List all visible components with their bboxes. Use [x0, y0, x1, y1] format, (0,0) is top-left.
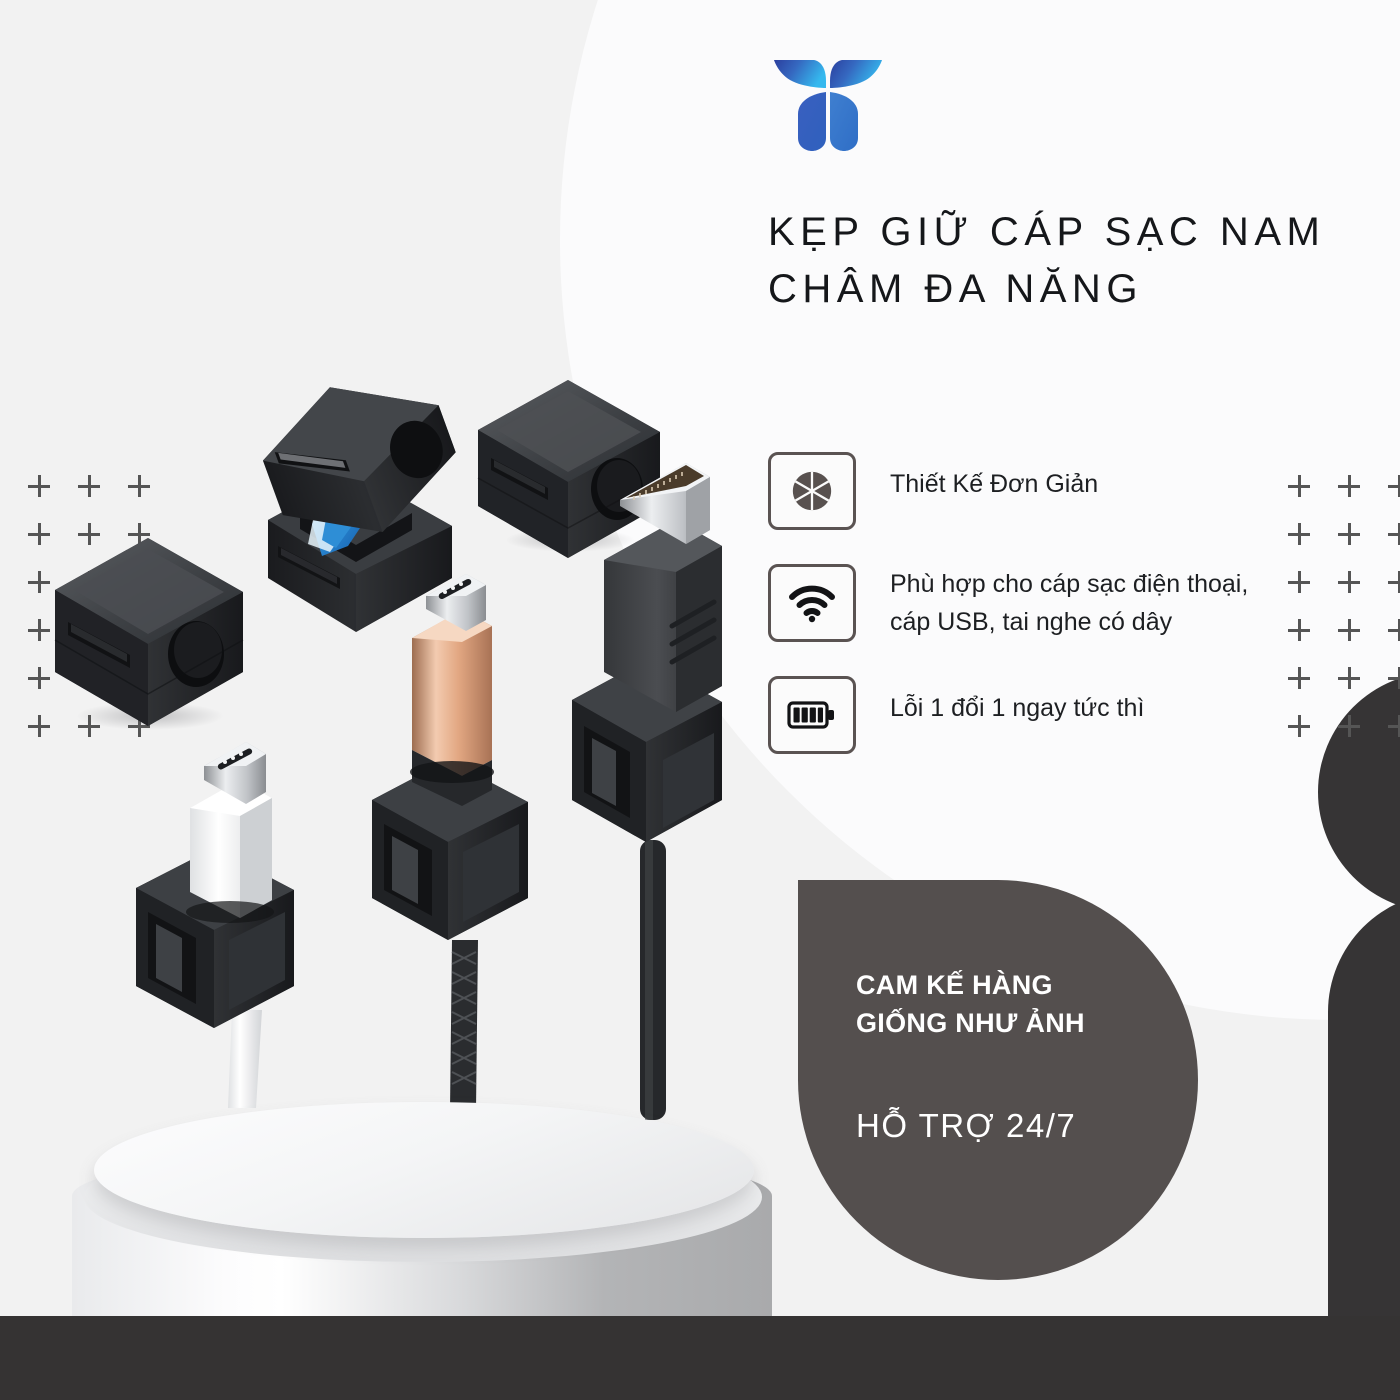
plus-icon [78, 523, 100, 545]
plus-icon [1388, 619, 1400, 641]
feature-item-compatibility: Phù hợp cho cáp sạc điện thoại, cáp USB,… [768, 564, 1288, 642]
plus-icon [1288, 475, 1310, 497]
brand-logo [768, 52, 888, 156]
plus-icon [28, 475, 50, 497]
aperture-icon-box [768, 452, 856, 530]
plus-icon [1388, 475, 1400, 497]
plus-icon [78, 475, 100, 497]
plus-icon [1338, 475, 1360, 497]
plus-pattern-right [1288, 475, 1400, 737]
plus-icon [28, 571, 50, 593]
plus-icon [1338, 619, 1360, 641]
plus-icon [1288, 523, 1310, 545]
cable-clip-cube-top [477, 380, 662, 558]
page-title: KẸP GIỮ CÁP SẠC NAM CHÂM ĐA NĂNG [768, 210, 1326, 311]
podium-top-surface [94, 1102, 754, 1238]
header: KẸP GIỮ CÁP SẠC NAM CHÂM ĐA NĂNG [768, 52, 1368, 318]
battery-icon-box [768, 676, 856, 754]
plus-icon [1388, 667, 1400, 689]
plus-icon [28, 715, 50, 737]
plus-icon [1338, 667, 1360, 689]
bottom-bar [0, 1316, 1400, 1400]
plus-icon [28, 619, 50, 641]
battery-full-icon [787, 701, 834, 729]
plus-icon [1338, 715, 1360, 737]
aperture-icon [792, 471, 832, 511]
cable-clip-open [262, 387, 456, 632]
wifi-icon [789, 585, 835, 623]
feature-label: Thiết Kế Đơn Giản [890, 470, 1099, 498]
plus-icon [128, 475, 150, 497]
sprout-t-logo-icon [774, 60, 882, 151]
plus-icon [1338, 571, 1360, 593]
plus-icon [28, 523, 50, 545]
wifi-icon-box [768, 564, 856, 642]
plus-icon [1288, 571, 1310, 593]
promo-badge: CAM KẾ HÀNG GIỐNG NHƯ ẢNH HỖ TRỢ 24/7 [798, 880, 1198, 1280]
feature-list: Thiết Kế Đơn Giản Phù hợp cho cáp sạc đi… [768, 452, 1288, 754]
feature-label: Phù hợp cho cáp sạc điện thoại, cáp USB,… [890, 570, 1249, 636]
cable-clip-with-usbc-gold [372, 574, 528, 1110]
promo-support-text: HỖ TRỢ 24/7 [856, 1106, 1077, 1144]
plus-icon [1288, 715, 1310, 737]
decor-dark-shape-bottom [1328, 892, 1400, 1322]
plus-icon [1338, 523, 1360, 545]
cable-clip-cube-left [45, 538, 255, 736]
plus-icon [1388, 571, 1400, 593]
feature-item-warranty: Lỗi 1 đổi 1 ngay tức thì [768, 676, 1288, 754]
plus-icon [1288, 619, 1310, 641]
plus-icon [1388, 715, 1400, 737]
plus-icon [128, 523, 150, 545]
cable-clip-with-usbc-white [136, 742, 294, 1108]
promo-headline: CAM KẾ HÀNG GIỐNG NHƯ ẢNH [856, 970, 1085, 1039]
plus-icon [1388, 523, 1400, 545]
plus-icon [1288, 667, 1310, 689]
cable-clip-with-hdmi [572, 463, 722, 1120]
feature-label: Lỗi 1 đổi 1 ngay tức thì [890, 694, 1145, 722]
feature-item-design: Thiết Kế Đơn Giản [768, 452, 1288, 530]
plus-icon [28, 667, 50, 689]
